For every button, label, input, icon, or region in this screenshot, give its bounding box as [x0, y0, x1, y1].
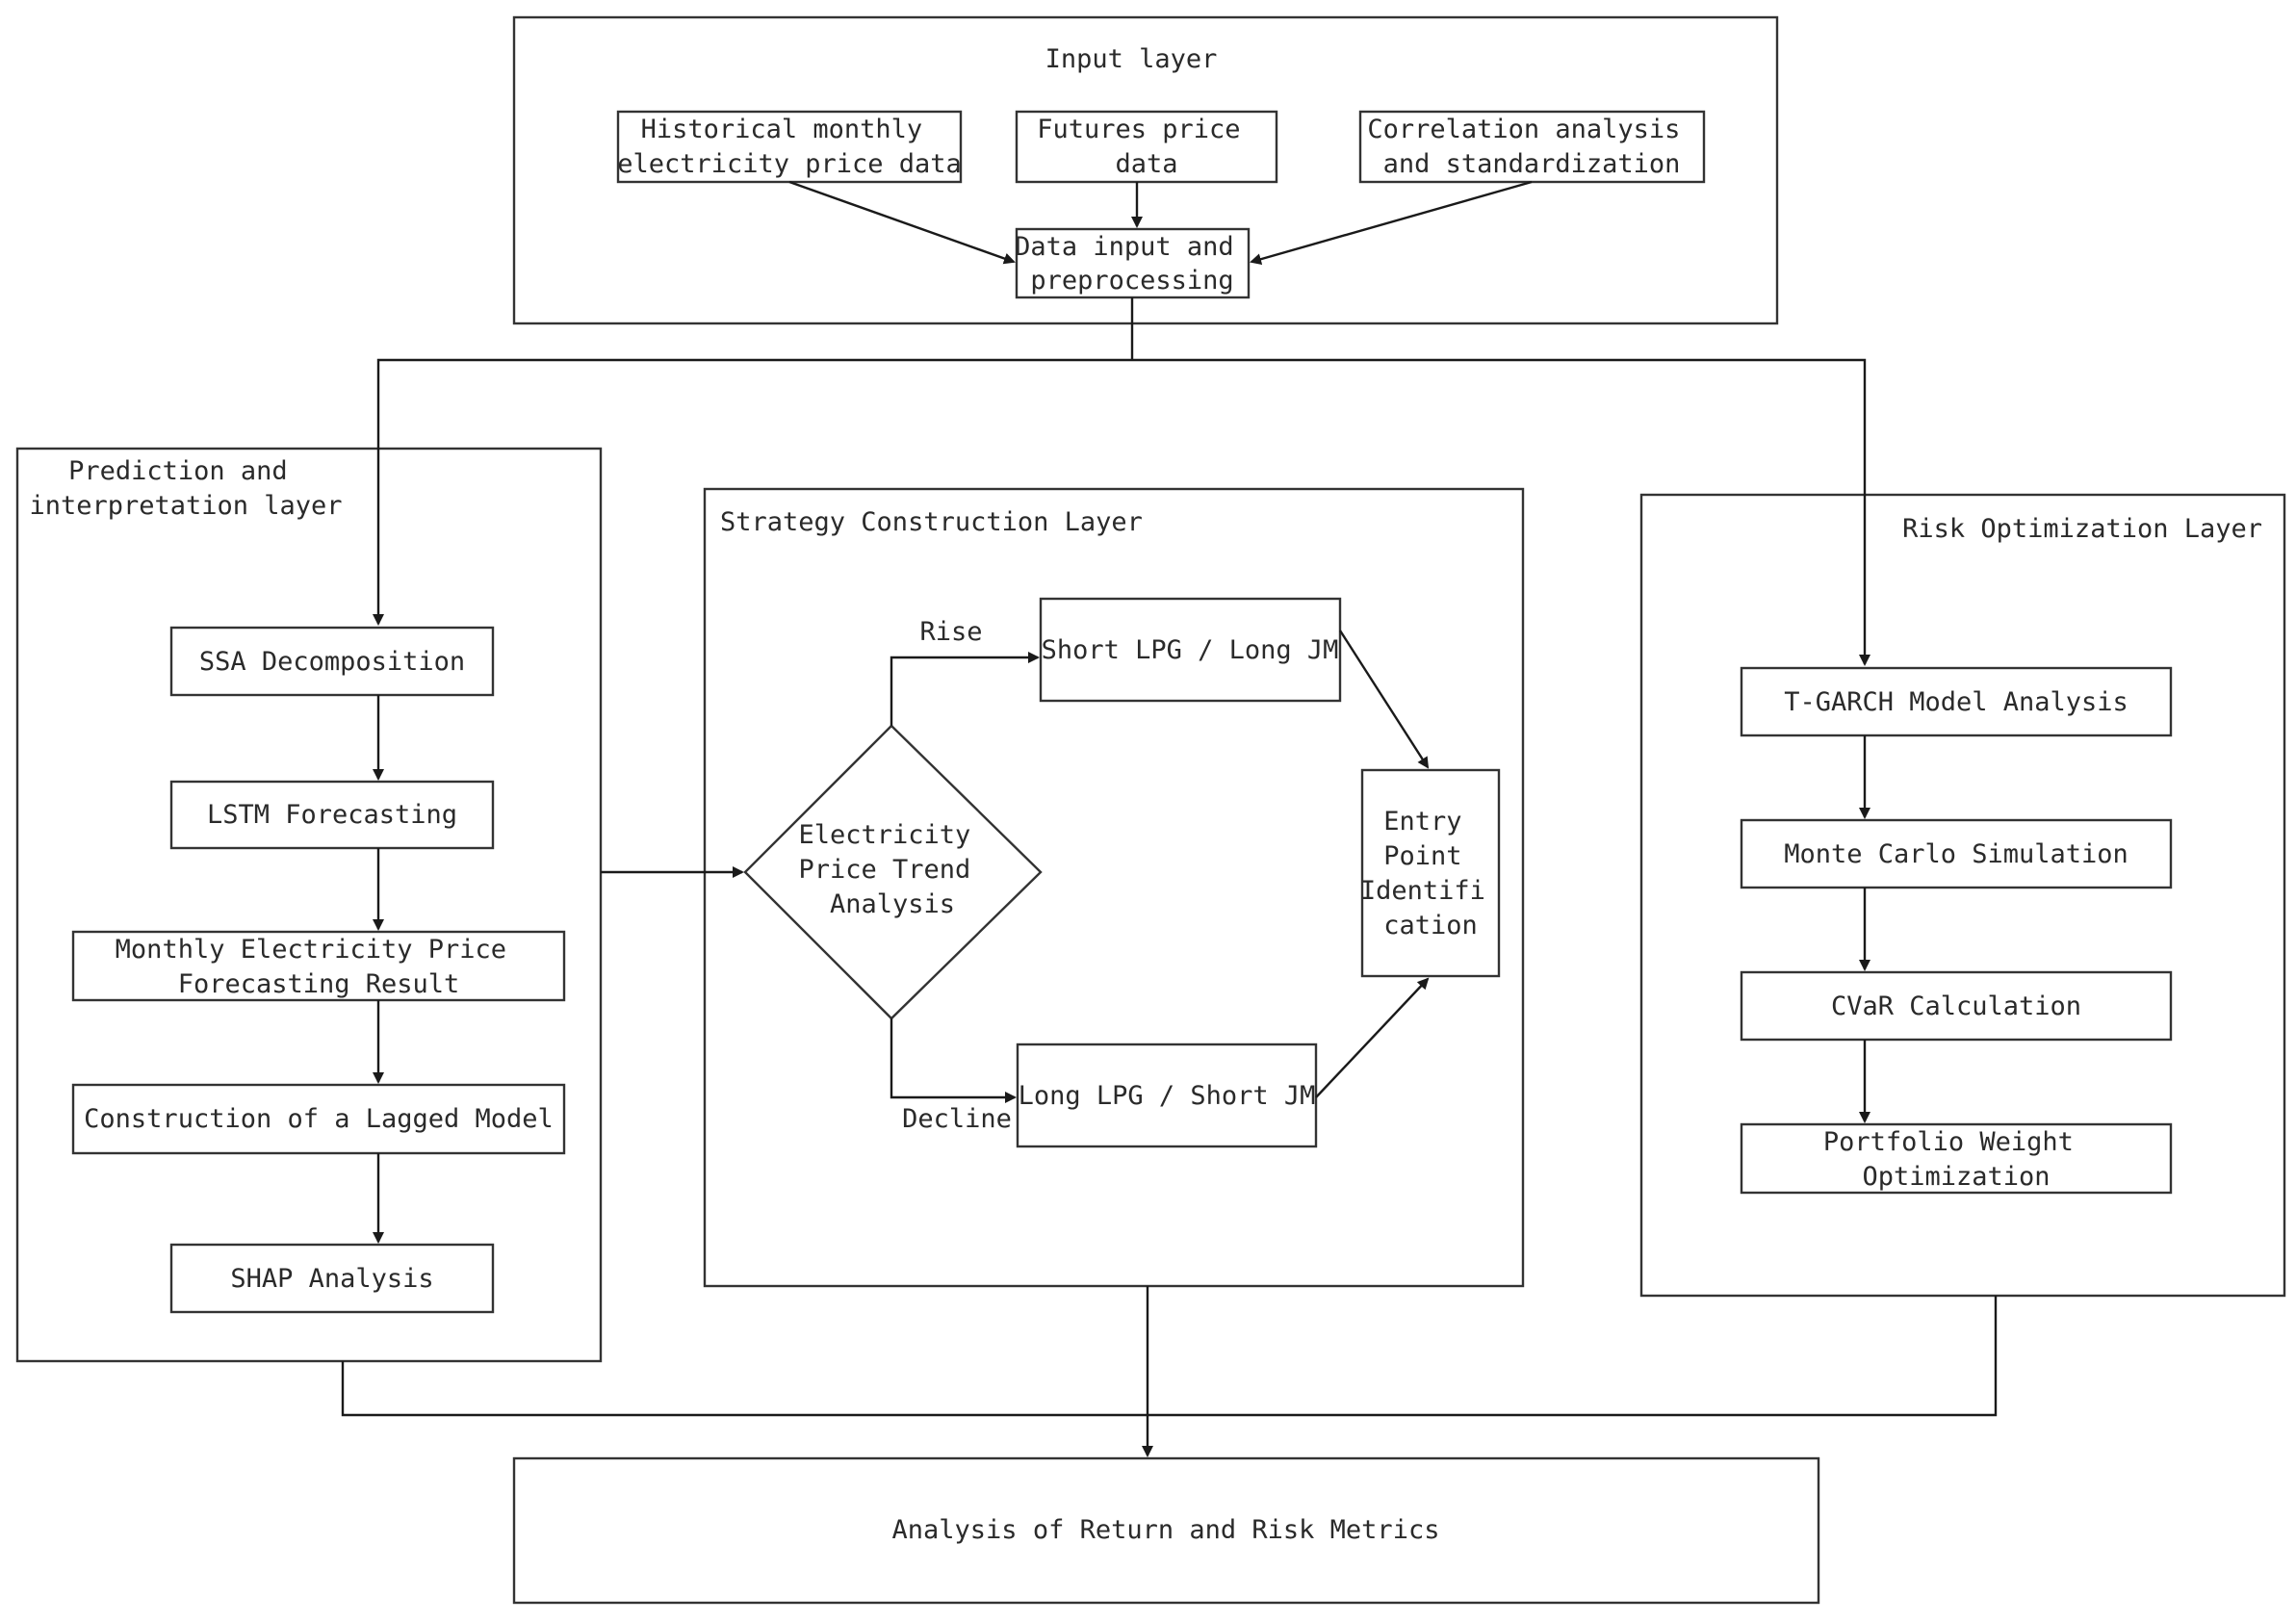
trend-analysis-label: Electricity Price Trend Analysis — [798, 820, 986, 919]
ssa-box — [169, 626, 495, 697]
correlation-label: Correlation analysis and standardization — [1367, 115, 1695, 179]
short-lpg-box — [1039, 597, 1342, 703]
arrow-long-to-entry — [1315, 977, 1430, 1098]
shap-box — [169, 1243, 495, 1314]
entry-point-box — [1360, 768, 1501, 978]
cvar-box — [1740, 970, 2173, 1042]
short-lpg-label: Short LPG / Long JM — [1042, 635, 1339, 665]
arrow-short-to-entry — [1338, 630, 1430, 769]
analysis-output-label: Analysis of Return and Risk Metrics — [892, 1515, 1440, 1545]
risk-layer-frame — [1639, 493, 2286, 1298]
shap-label: SHAP Analysis — [230, 1264, 433, 1294]
tgarch-label: T-GARCH Model Analysis — [1784, 687, 2128, 717]
ssa-label: SSA Decomposition — [199, 647, 465, 677]
monte-carlo-label: Monte Carlo Simulation — [1784, 839, 2128, 869]
rise-label: Rise — [919, 617, 982, 647]
arrow-to-ssa — [373, 358, 1132, 626]
strategy-layer-title: Strategy Construction Layer — [720, 507, 1143, 537]
connector-risk-to-merge — [1148, 1296, 1998, 1417]
arrow-decline — [890, 1018, 1017, 1103]
long-lpg-box — [1016, 1043, 1318, 1148]
arrow-to-tgarch — [1132, 358, 1870, 666]
lagged-model-box — [71, 1083, 566, 1155]
risk-layer-title: Risk Optimization Layer — [1902, 514, 2262, 544]
tgarch-box — [1740, 666, 2173, 737]
decline-label: Decline — [902, 1104, 1012, 1134]
monthly-result-label: Monthly Electricity Price Forecasting Re… — [116, 935, 523, 999]
prediction-layer-title: Prediction and interpretation layer — [29, 456, 342, 521]
arrow-rise — [890, 652, 1040, 726]
futures-data-label: Futures price data — [1037, 115, 1256, 179]
connector-prediction-to-merge — [341, 1361, 1148, 1417]
analysis-output-box — [512, 1456, 1820, 1605]
portfolio-box — [1740, 1122, 2173, 1195]
long-lpg-label: Long LPG / Short JM — [1019, 1081, 1316, 1111]
lagged-model-label: Construction of a Lagged Model — [84, 1104, 554, 1134]
lstm-box — [169, 780, 495, 850]
monte-carlo-box — [1740, 818, 2173, 889]
preprocessing-box — [1015, 227, 1251, 299]
prediction-layer-frame — [15, 447, 603, 1363]
monthly-result-box — [71, 930, 566, 1002]
arrow-correlation-to-preprocess — [1250, 180, 1533, 266]
entry-point-label: Entry Point Identifi cation — [1360, 807, 1501, 940]
lstm-label: LSTM Forecasting — [207, 800, 457, 830]
strategy-layer-frame — [703, 487, 1525, 1288]
preprocessing-label: Data input and preprocessing — [1015, 232, 1250, 296]
input-layer-title: Input layer — [1045, 44, 1218, 74]
input-layer-frame — [512, 15, 1779, 325]
portfolio-label: Portfolio Weight Optimization — [1823, 1127, 2089, 1192]
correlation-box — [1358, 110, 1706, 184]
futures-data-box — [1015, 110, 1278, 184]
historical-data-label: Historical monthly electricity price dat… — [617, 115, 962, 179]
cvar-label: CVaR Calculation — [1831, 991, 2081, 1021]
arrow-historical-to-preprocess — [788, 180, 1016, 265]
